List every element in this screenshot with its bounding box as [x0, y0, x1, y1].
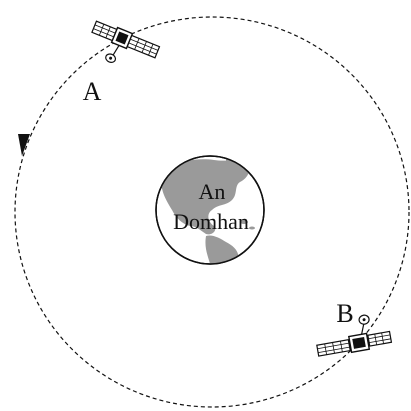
orbit-path [14, 16, 410, 408]
earth-label-line1: An [199, 179, 226, 204]
earth: An Domhan [155, 155, 265, 265]
earth-label-line2: Domhan [173, 209, 249, 234]
solar-panel-right [126, 34, 161, 59]
satellite-b-label: B [336, 299, 353, 328]
orbit-direction-arrow [18, 134, 30, 156]
satellite-a-label: A [83, 77, 102, 106]
solar-panel-right [367, 330, 393, 347]
satellite-b [316, 314, 393, 357]
satellite-a [91, 20, 161, 63]
